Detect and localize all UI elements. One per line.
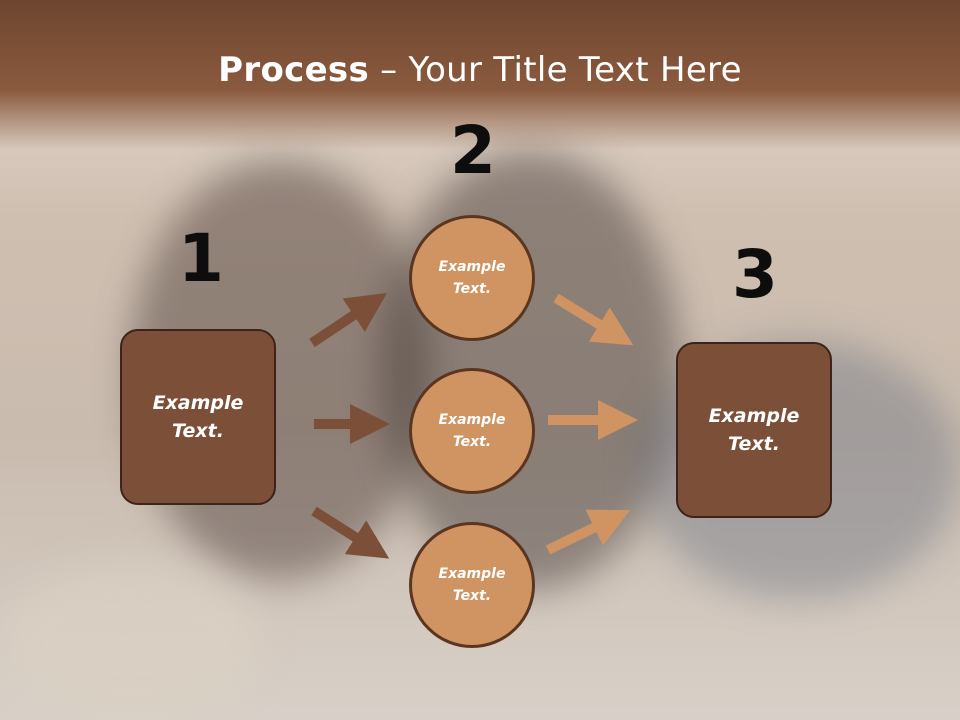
- title-band: [0, 0, 960, 150]
- background-pillow: [0, 560, 260, 720]
- step-number-3: 3: [732, 236, 778, 313]
- step-number-1: 1: [178, 220, 224, 297]
- step-number-2: 2: [450, 112, 496, 189]
- title-bold: Process: [218, 50, 370, 90]
- arrow-1-to-bottom: [311, 506, 390, 559]
- arrow-bottom-to-3: [545, 509, 631, 555]
- slide-title: Process – Your Title Text Here: [0, 50, 960, 90]
- arrow-top-to-3: [553, 293, 634, 346]
- title-rest: – Your Title Text Here: [369, 50, 742, 90]
- arrow-1-to-top: [309, 293, 387, 348]
